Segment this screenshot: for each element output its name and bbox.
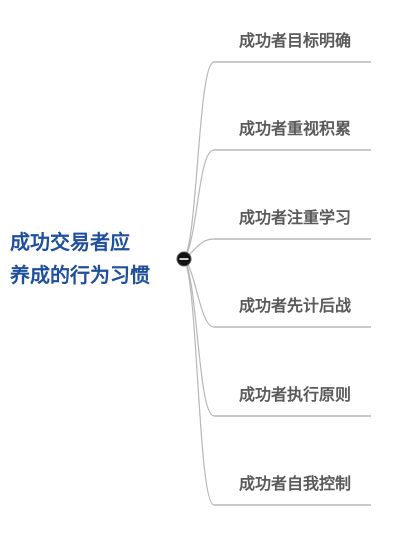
branch-label-3[interactable]: 成功者注重学习 bbox=[239, 208, 351, 227]
branch-connector-1 bbox=[183, 61, 215, 260]
branch-connector-6 bbox=[183, 258, 215, 506]
root-topic-line-1[interactable]: 成功交易者应 bbox=[10, 230, 130, 254]
branch-connector-2 bbox=[183, 149, 215, 260]
branch-label-4[interactable]: 成功者先计后战 bbox=[239, 296, 351, 315]
root-topic-line-2[interactable]: 养成的行为习惯 bbox=[9, 263, 150, 287]
branch-label-1[interactable]: 成功者目标明确 bbox=[239, 31, 351, 50]
branch-label-6[interactable]: 成功者自我控制 bbox=[239, 474, 351, 493]
branch-label-5[interactable]: 成功者执行原则 bbox=[239, 385, 351, 404]
branch-label-2[interactable]: 成功者重视积累 bbox=[239, 119, 351, 138]
collapse-node-icon[interactable] bbox=[176, 251, 192, 267]
